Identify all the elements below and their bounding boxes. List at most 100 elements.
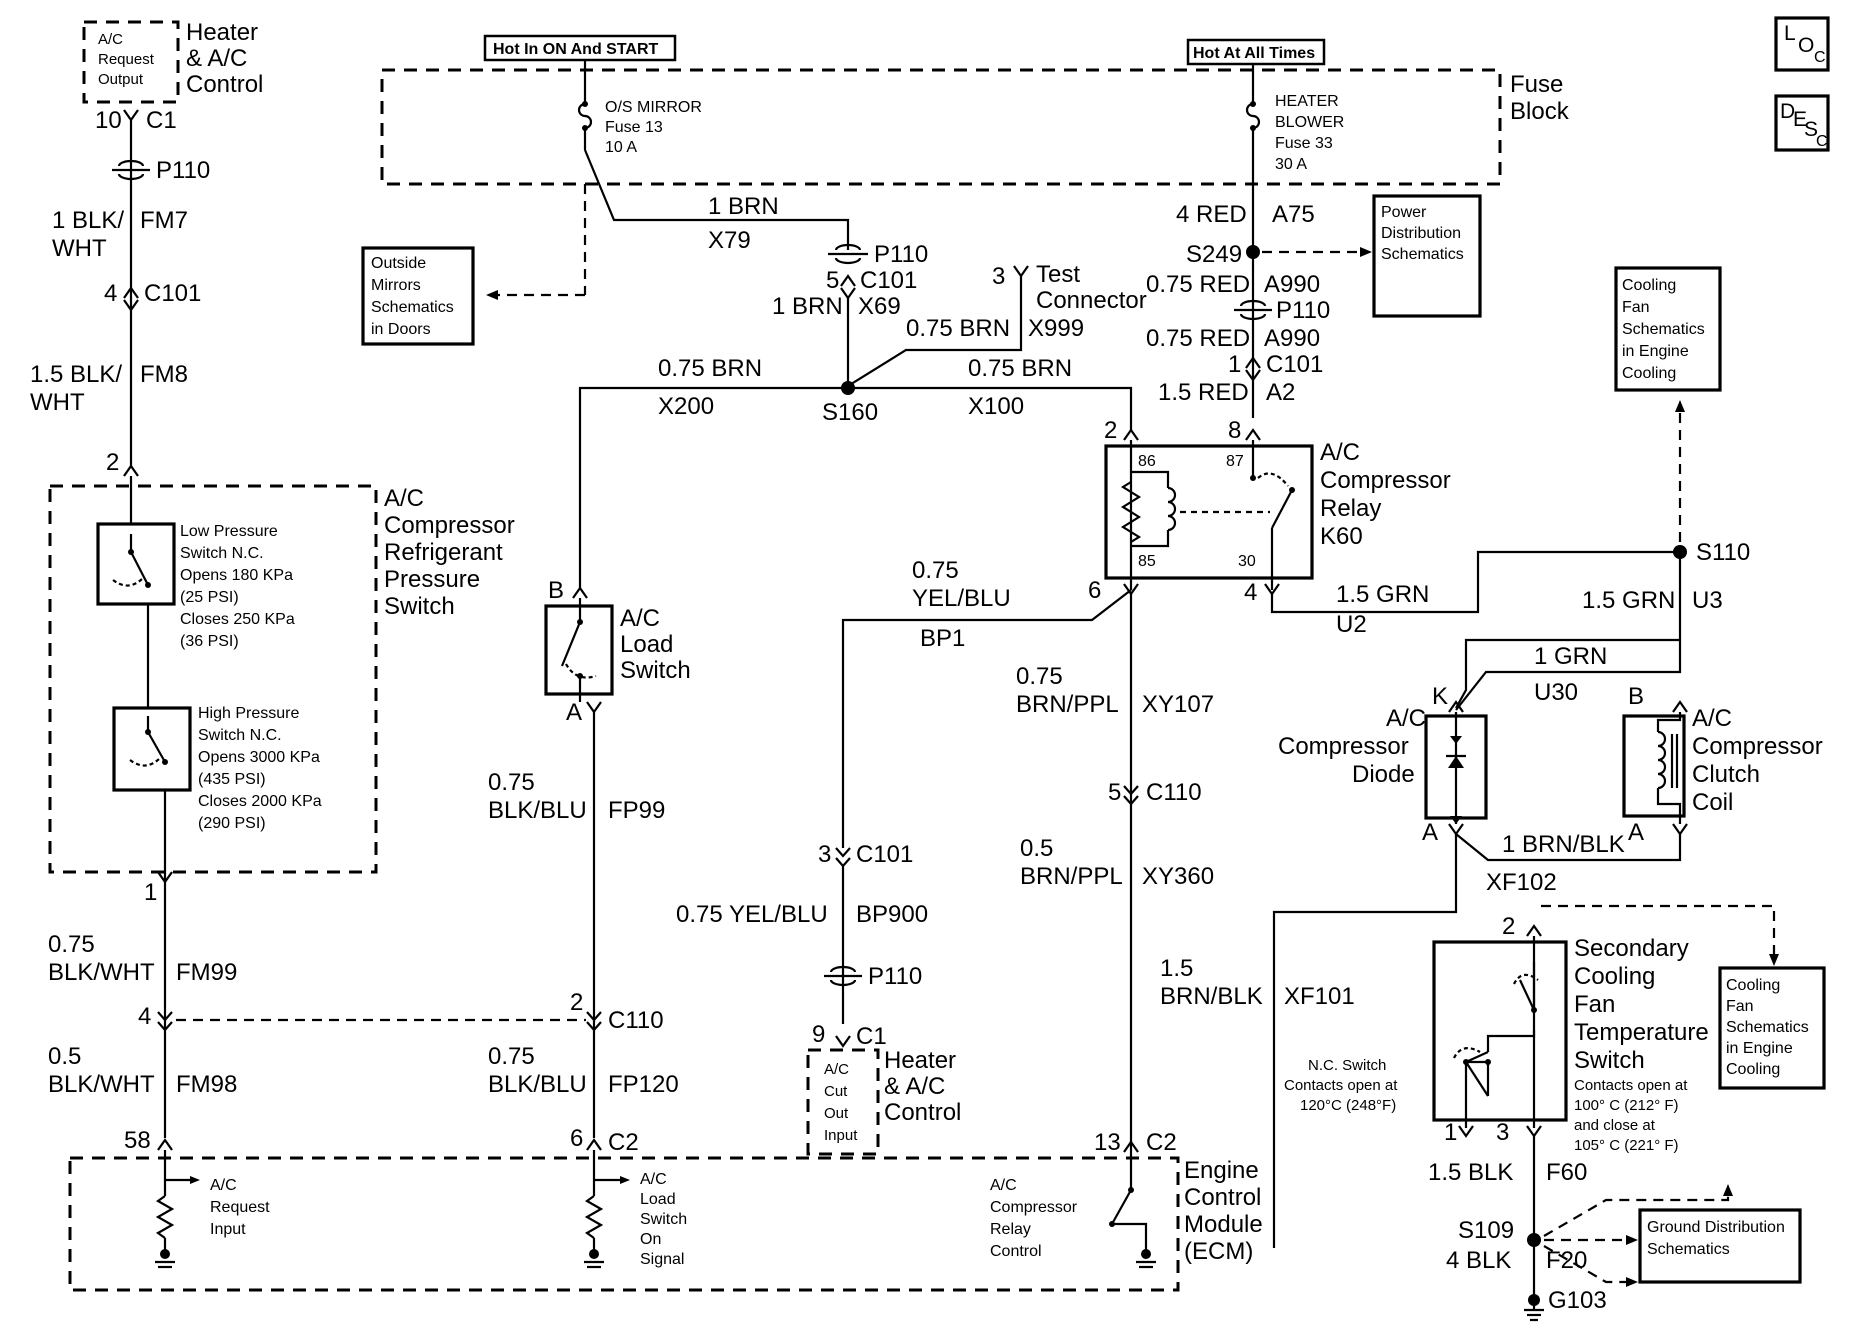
low-pressure-switch (96, 522, 176, 606)
ground-distribution-xref[interactable]: Ground Distribution Schematics (1638, 1208, 1802, 1284)
desc-button[interactable]: D E S C (1774, 94, 1830, 152)
svg-text:A/C: A/C (1320, 439, 1360, 466)
svg-text:Request: Request (210, 1199, 270, 1216)
diode-pin-a-symbol (1448, 823, 1464, 836)
svg-text:Schematics: Schematics (371, 299, 454, 316)
svg-text:BLK/BLU: BLK/BLU (488, 797, 587, 824)
svg-text:BRN/PPL: BRN/PPL (1020, 863, 1123, 890)
svg-text:0.75 RED: 0.75 RED (1146, 325, 1250, 352)
svg-text:U2: U2 (1336, 611, 1367, 638)
s249-splice (1246, 245, 1260, 259)
cooling-fan-xref-lower[interactable]: Cooling Fan Schematics in Engine Cooling (1718, 966, 1826, 1090)
svg-text:On: On (640, 1231, 661, 1248)
svg-text:F60: F60 (1546, 1159, 1587, 1186)
temp-switch-pin-1: 1 (1444, 1119, 1457, 1146)
svg-text:Compressor: Compressor (384, 512, 515, 539)
svg-text:D: D (1780, 100, 1795, 123)
s109-splice (1527, 1233, 1541, 1247)
svg-text:Switch N.C.: Switch N.C. (198, 727, 282, 744)
svg-text:Coil: Coil (1692, 789, 1733, 816)
temp-switch-pin-1-symbol (1458, 1125, 1474, 1138)
p110-left-symbol (112, 159, 150, 181)
svg-text:Cooling: Cooling (1726, 1061, 1780, 1078)
hvac-cutout-label: Heater & A/C Control (884, 1047, 961, 1126)
svg-text:X999: X999 (1028, 315, 1084, 342)
svg-text:1.5: 1.5 (1160, 955, 1193, 982)
svg-text:BP1: BP1 (920, 625, 965, 652)
wire-xy107-label: 0.75 BRN/PPL XY107 (1016, 663, 1214, 718)
svg-text:0.75: 0.75 (488, 1043, 535, 1070)
compressor-diode (1424, 712, 1488, 824)
svg-text:1.5 BLK/: 1.5 BLK/ (30, 361, 122, 388)
svg-text:C: C (1814, 49, 1826, 66)
svg-text:O/S MIRROR: O/S MIRROR (605, 99, 702, 116)
svg-text:Control: Control (1184, 1184, 1261, 1211)
svg-text:1.5 GRN: 1.5 GRN (1582, 587, 1675, 614)
svg-text:in Engine: in Engine (1622, 343, 1689, 360)
svg-text:FP120: FP120 (608, 1071, 679, 1098)
svg-text:0.75 YEL/BLU: 0.75 YEL/BLU (676, 901, 828, 928)
wire-u30-label: 1 GRN U30 (1534, 643, 1607, 706)
relay-pin-4: 4 (1244, 579, 1257, 606)
svg-text:0.75 BRN: 0.75 BRN (968, 355, 1072, 382)
svg-text:Contacts open at: Contacts open at (1284, 1077, 1398, 1094)
load-switch-pin-a-symbol (586, 701, 602, 714)
wire-x69-label: 1 BRN X69 (772, 293, 901, 320)
c101-1-symbol (1245, 356, 1261, 382)
svg-text:Contacts open at: Contacts open at (1574, 1077, 1688, 1094)
high-pressure-switch (112, 706, 192, 792)
temp-switch-pin-2-symbol (1526, 924, 1542, 937)
svg-text:Control: Control (884, 1099, 961, 1126)
loc-button[interactable]: L O C (1774, 16, 1830, 72)
s109-label: S109 (1458, 1217, 1514, 1244)
svg-text:& A/C: & A/C (884, 1073, 945, 1100)
svg-text:X69: X69 (858, 293, 901, 320)
wire-x100-label: 0.75 BRN X100 (968, 355, 1072, 420)
fuse-block-outline (380, 68, 1502, 186)
c110-2-connector: C110 (608, 1007, 664, 1034)
wire-f20-label: 4 BLK F20 (1446, 1247, 1587, 1274)
diode-label: A/C Compressor Diode (1278, 705, 1426, 788)
svg-text:(435 PSI): (435 PSI) (198, 771, 266, 788)
svg-text:in Engine: in Engine (1726, 1040, 1793, 1057)
load-switch-label: A/C Load Switch (620, 605, 691, 684)
svg-text:0.5: 0.5 (48, 1043, 81, 1070)
svg-text:1 GRN: 1 GRN (1534, 643, 1607, 670)
svg-text:Secondary: Secondary (1574, 935, 1689, 962)
svg-text:FP99: FP99 (608, 797, 665, 824)
outside-mirrors-xref[interactable]: Outside Mirrors Schematics in Doors (361, 246, 475, 346)
s160-label: S160 (822, 399, 878, 426)
svg-text:0.75 BRN: 0.75 BRN (658, 355, 762, 382)
svg-text:Distribution: Distribution (1381, 225, 1461, 242)
svg-text:1.5 BLK: 1.5 BLK (1428, 1159, 1513, 1186)
load-switch-pin-b: B (548, 577, 564, 604)
wire-fp120-label: 0.75 BLK/BLU FP120 (488, 1043, 679, 1098)
relay-pin-labels: 86 85 87 30 (1138, 453, 1256, 570)
c101-4-symbol (123, 286, 139, 312)
ground-arrow-2 (1626, 1235, 1638, 1245)
pressure-pin-1: 1 (144, 879, 157, 906)
power-distribution-xref[interactable]: Power Distribution Schematics (1372, 194, 1482, 318)
svg-text:High Pressure: High Pressure (198, 705, 299, 722)
svg-text:10 A: 10 A (605, 139, 637, 156)
fuse-33-label: HEATER BLOWER Fuse 33 30 A (1275, 93, 1344, 173)
cooling-fan-lower-arrow (1769, 954, 1779, 966)
svg-text:FM99: FM99 (176, 959, 237, 986)
fuse-block-label: Fuse Block (1510, 71, 1570, 125)
svg-text:Input: Input (210, 1221, 246, 1238)
svg-text:30 A: 30 A (1275, 156, 1307, 173)
p110-mid-label: P110 (874, 241, 928, 268)
test-connector-symbol[interactable] (1013, 265, 1029, 278)
svg-text:Engine: Engine (1184, 1157, 1259, 1184)
cooling-fan-xref-upper[interactable]: Cooling Fan Schematics in Engine Cooling (1614, 266, 1722, 392)
svg-text:30: 30 (1238, 553, 1256, 570)
svg-text:1 BRN: 1 BRN (772, 293, 843, 320)
load-switch (544, 598, 614, 702)
diode-pin-a: A (1422, 819, 1438, 846)
svg-text:Heater: Heater (186, 19, 258, 46)
c110-4-pin: 4 (138, 1003, 151, 1030)
svg-text:Pressure: Pressure (384, 566, 480, 593)
wire-fm7-label: 1 BLK/ WHT FM7 (52, 207, 188, 262)
svg-text:120°C (248°F): 120°C (248°F) (1300, 1097, 1396, 1114)
